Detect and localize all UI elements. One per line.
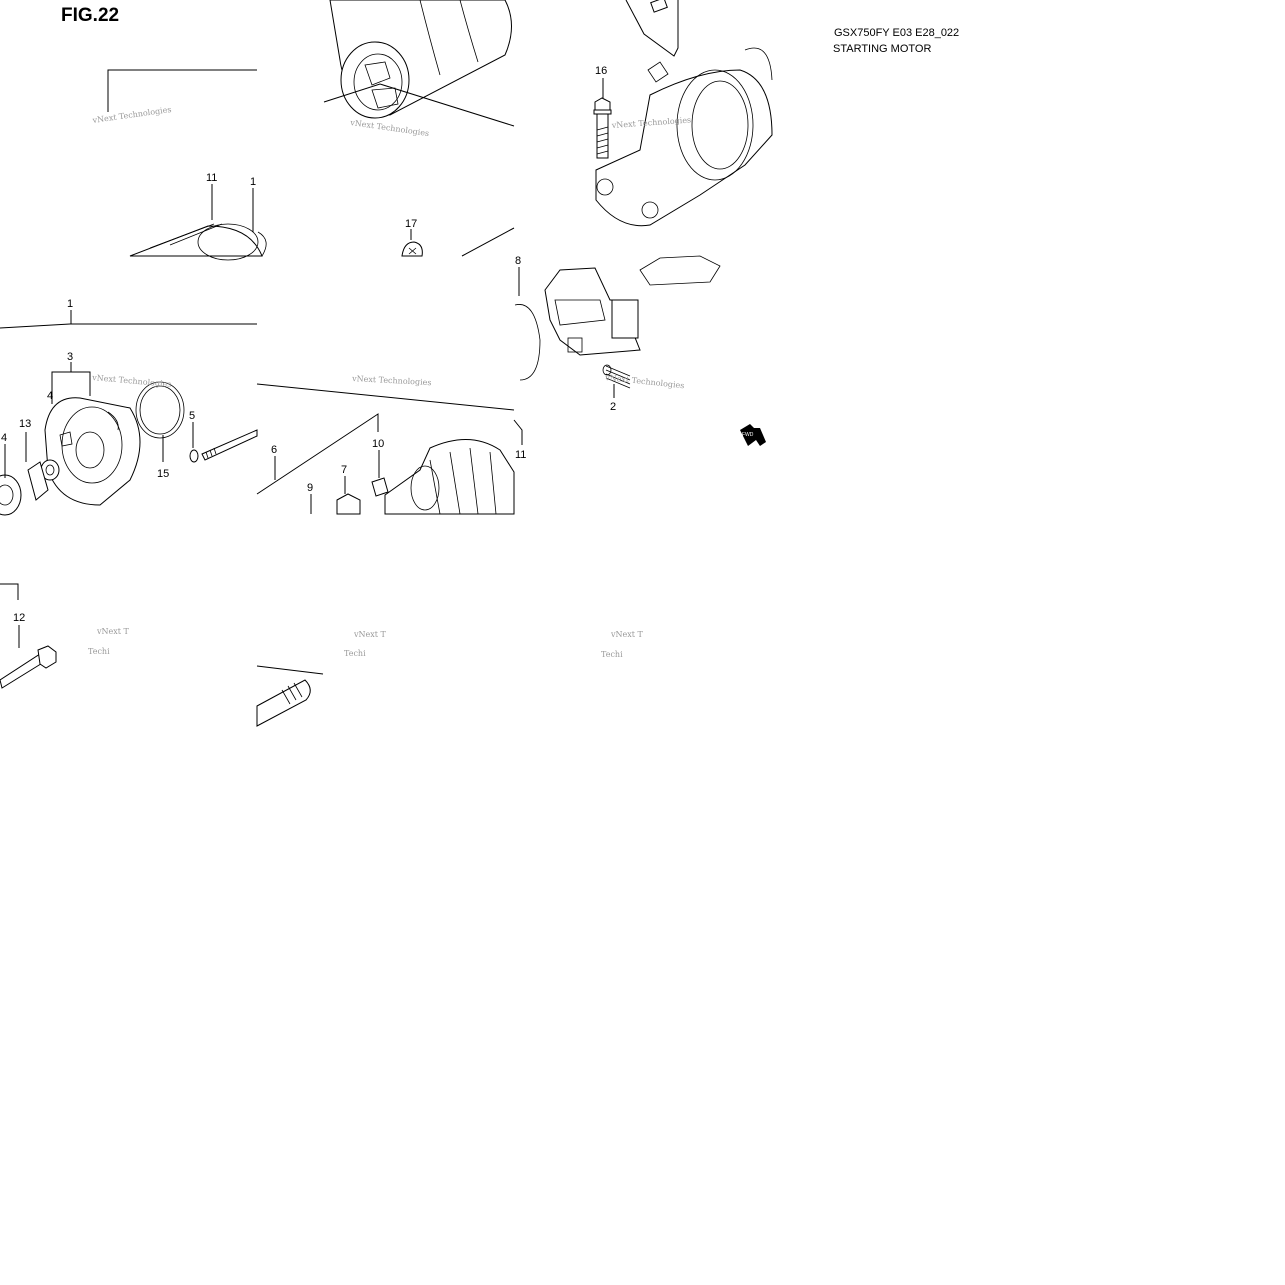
watermark-text: vNext Technologies [91,105,172,125]
callout-3: 3 [67,351,73,363]
end-cover-part [44,397,141,506]
callout-10: 10 [372,438,384,450]
callout-1: 1 [67,298,73,310]
diagram-subtitle: STARTING MOTOR [833,43,931,55]
callout-13: 13 [19,418,31,430]
watermark-text: vNext T [610,630,644,639]
callout-16: 16 [595,65,607,77]
tile-middle-left [0,310,258,516]
watermark-text: Techi [344,649,366,658]
callout-8: 8 [515,255,521,267]
brush-holder-part [514,255,721,381]
tile-top-left [107,69,267,261]
connector-part [650,0,668,13]
motor-case-part [129,223,267,261]
watermark-text: Techi [601,650,623,659]
callouts: 11 1 17 16 1 3 4 4 13 5 15 6 7 9 10 11 8… [1,65,616,624]
washer-part-4b [0,474,22,516]
callout-17: 17 [405,218,417,230]
tile-middle-right: FWD [514,255,766,446]
callout-11: 11 [515,449,526,461]
watermark-text: vNext Technologies [351,374,432,387]
spring-part-2 [602,364,631,389]
callout-7: 7 [341,464,347,476]
figure-title: FIG.22 [61,5,119,26]
callout-15: 15 [157,468,169,480]
nut-part-7 [336,493,361,515]
watermark-text: Techi [88,647,110,656]
plate-part-13 [27,461,49,501]
callout-1: 1 [250,176,256,188]
bolt-part-10 [371,477,389,497]
bolt-part-16 [593,97,612,159]
watermark-text: vNext T [96,627,130,636]
callout-2: 2 [610,401,616,413]
tile-bottom-left [0,583,57,689]
callout-5: 5 [189,410,195,422]
tile-top-middle [323,0,515,257]
o-ring-part-15 [135,381,185,439]
callout-4: 4 [47,390,53,402]
callout-6: 6 [271,444,277,456]
armature-shaft-part [256,679,311,727]
model-code: GSX750FY E03 E28_022 [834,27,959,39]
tile-top-right [593,0,773,227]
fwd-arrow: FWD [740,424,766,446]
watermark-text: vNext Technologies [91,373,172,389]
callout-9: 9 [307,482,313,494]
yoke-housing-part [329,0,512,119]
washer-part-5 [189,449,199,463]
watermark-text: vNext T [353,630,387,639]
callout-11: 11 [206,172,217,184]
end-housing-part [595,47,773,227]
screw-part-17 [401,241,423,257]
callout-4: 4 [1,432,7,444]
callout-12: 12 [13,612,25,624]
watermark-text: vNext Technologies [349,118,430,138]
armature-part [384,439,515,515]
fwd-label: FWD [742,432,754,438]
terminal-bolt-part [201,429,258,461]
long-bolt-part-12 [0,645,57,689]
tile-bottom-middle [256,665,324,727]
tile-center [256,383,523,515]
watermark-text: vNext Technologies [604,373,685,390]
